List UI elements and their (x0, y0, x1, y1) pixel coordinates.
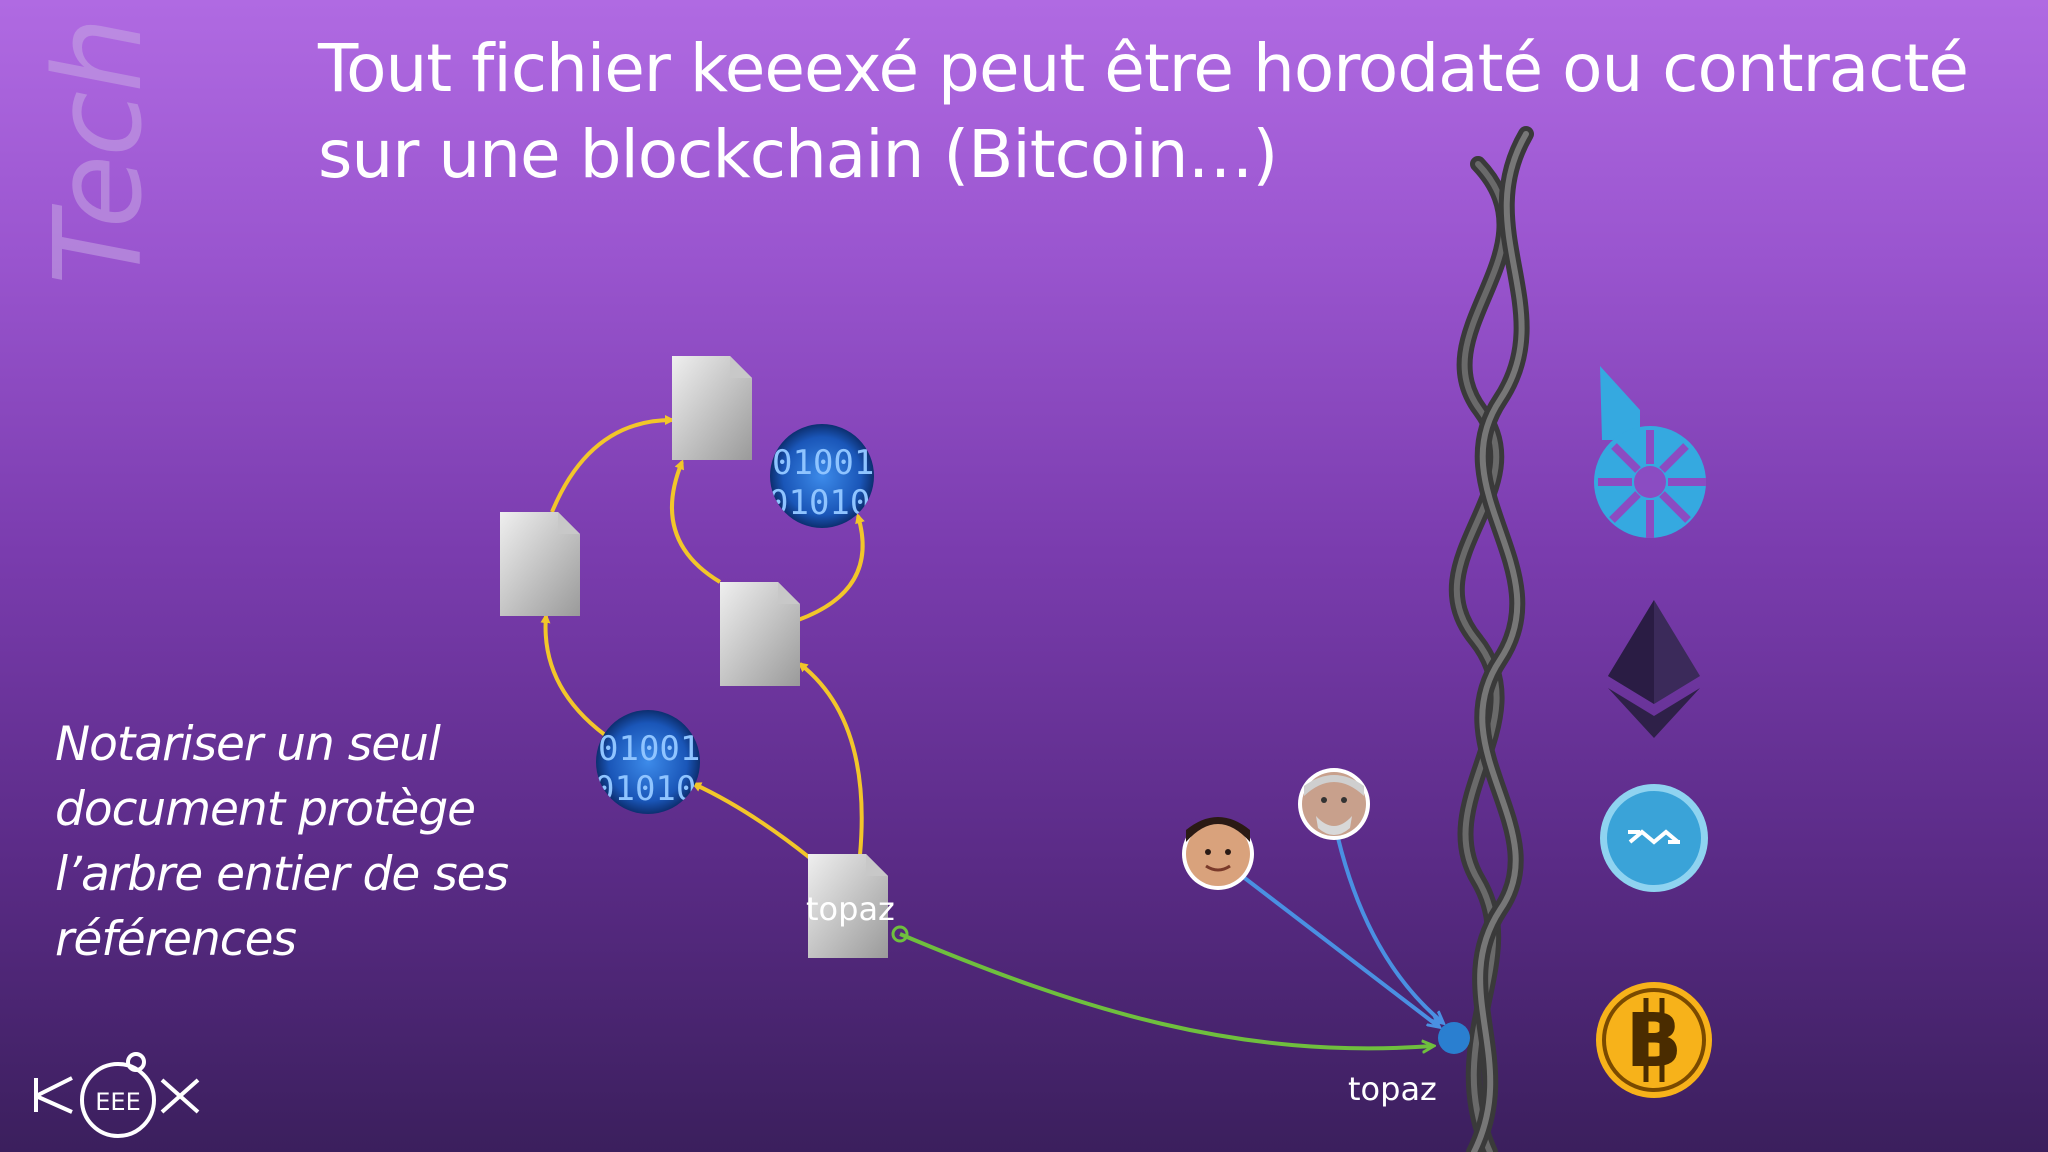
chain-label: topaz (1348, 1070, 1437, 1108)
document-icon (720, 582, 800, 686)
person-avatar (1298, 768, 1370, 840)
person-avatar (1182, 817, 1254, 890)
ethereum-logo (1608, 600, 1700, 738)
title-line-1: Tout fichier keeexé peut être horodaté o… (318, 30, 1969, 107)
note-line-4: références (55, 912, 297, 967)
slide-title: Tout fichier keeexé peut être horodaté o… (318, 26, 1969, 198)
reference-arrow (550, 415, 675, 513)
document-icon (672, 356, 752, 460)
reference-arrow (691, 782, 812, 860)
signature-arrow (1336, 837, 1442, 1022)
anchor-origin (891, 925, 909, 943)
binary-text-bottom: 01010 (768, 483, 870, 523)
binary-text-bottom: 01010 (594, 769, 696, 809)
reference-arrows (540, 415, 865, 860)
binary-text-top: 01001 (598, 729, 700, 769)
note-line-3: l’arbre entier de ses (55, 847, 509, 902)
bitcoin-logo: B (1596, 982, 1712, 1098)
binary-text-top: 01001 (772, 443, 874, 483)
binary-data-icon: 01001 01010 (768, 424, 874, 528)
anchor-arrow (899, 932, 1432, 1048)
note-text: Notariser un seul document protège l’arb… (55, 712, 515, 972)
svg-text:B: B (1626, 998, 1682, 1084)
reference-arrow (540, 613, 614, 742)
reference-arrow (797, 662, 864, 856)
blockchain-strands-icon (1448, 126, 1534, 1152)
bitshares-logo (1594, 366, 1706, 538)
nxt-logo (1600, 784, 1708, 892)
signature-arrow (1240, 874, 1438, 1026)
keeex-logo (34, 1052, 200, 1138)
document-icon (500, 512, 580, 616)
title-line-2: sur une blockchain (Bitcoin…) (318, 116, 1278, 193)
document-label: topaz (806, 890, 895, 928)
logo-middle-text: EEE (95, 1088, 141, 1116)
binary-data-icon: 01001 01010 (594, 710, 700, 814)
reference-arrow (669, 459, 722, 584)
anchor-point (1438, 1022, 1470, 1054)
reference-arrow (797, 513, 865, 622)
note-line-2: document protège (55, 782, 476, 837)
note-line-1: Notariser un seul (55, 717, 441, 772)
